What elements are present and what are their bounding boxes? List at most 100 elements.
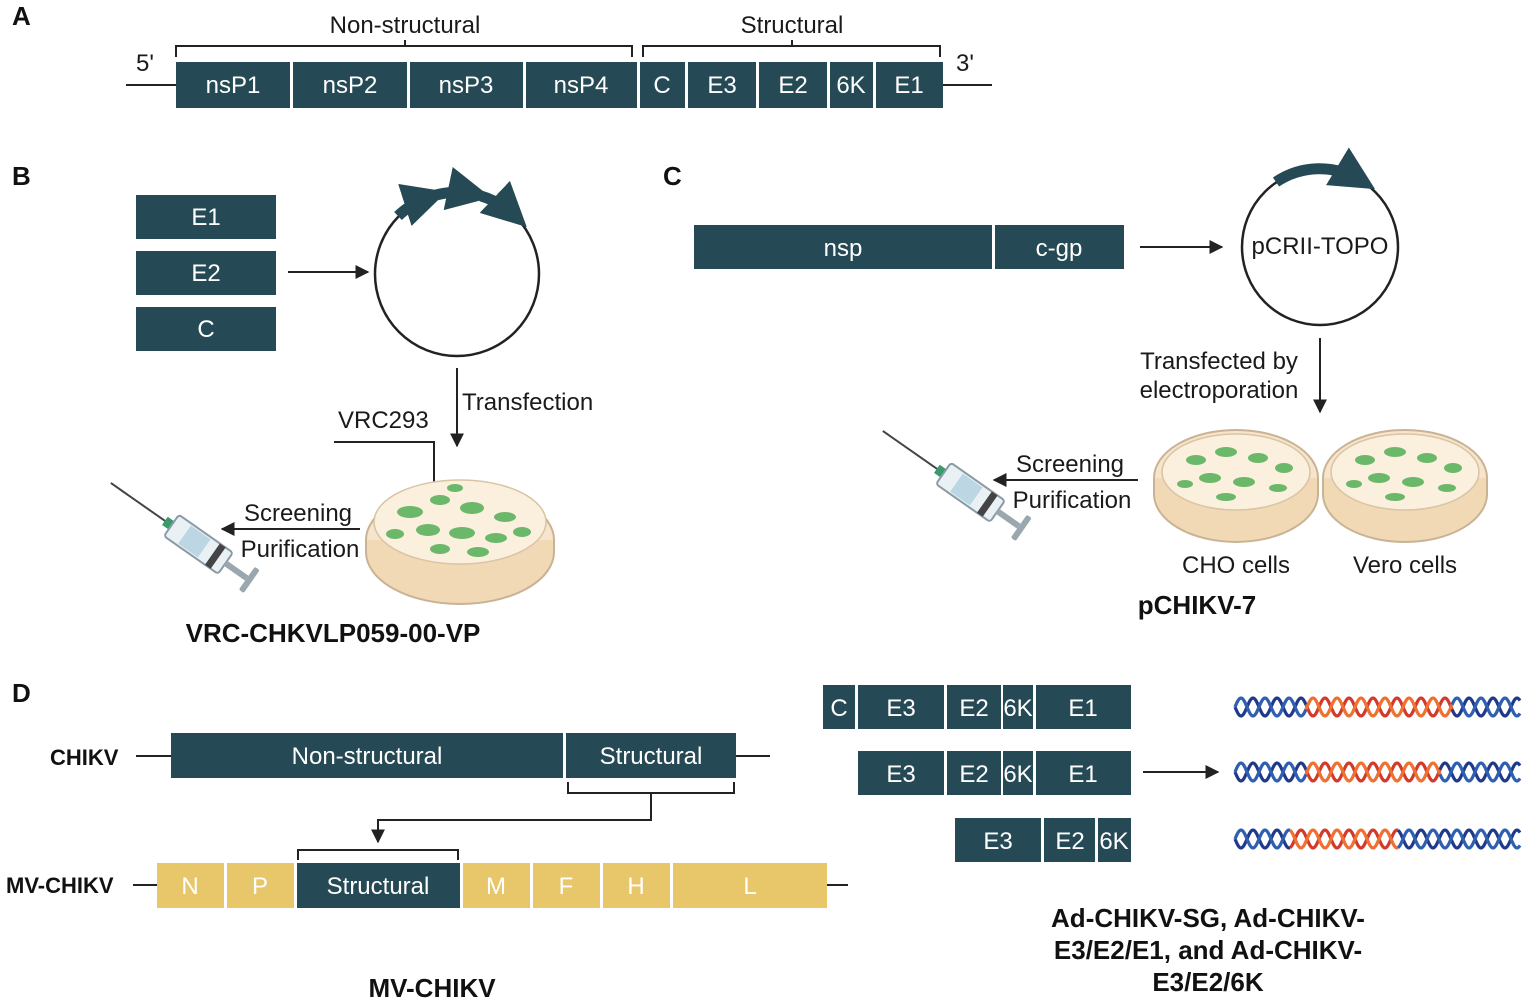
gene-label: Non-structural [292, 743, 443, 770]
dna-strand [1233, 761, 1308, 783]
screening-label: Screening [244, 500, 352, 527]
screening-label: Screening [1016, 451, 1124, 478]
purification-label: Purification [1013, 487, 1132, 514]
gene-nsp3: nsP3 [410, 62, 523, 108]
gene-nsp1: nsP1 [176, 62, 290, 108]
dna-strand [1233, 828, 1291, 850]
gene-e2: E2 [759, 62, 827, 108]
gene-label: E3 [707, 72, 736, 99]
structural-label: Structural [741, 12, 844, 39]
gene-label: nsp [824, 235, 863, 262]
gene-c: C [136, 307, 276, 351]
dna-strand [1450, 696, 1522, 718]
panel-a-letter: A [12, 1, 31, 31]
gene-label: E2 [959, 761, 988, 788]
gene-label: nsP2 [323, 72, 378, 99]
gene-label: E1 [894, 72, 923, 99]
panel-d-letter: D [12, 678, 31, 708]
gene-label: Structural [600, 743, 703, 770]
insert-bracket [297, 849, 459, 860]
gene-label: nsP1 [206, 72, 261, 99]
gene-label: c-gp [1036, 235, 1083, 262]
gene-e1: E1 [136, 195, 276, 239]
mv-gene-m: M [463, 863, 530, 908]
mv-gene-l: L [673, 863, 827, 908]
plasmid-label: pCRII-TOPO [1252, 233, 1389, 260]
gene-e1: E1 [1036, 751, 1131, 795]
ad-title-line-1: Ad-CHIKV-SG, Ad-CHIKV- [1051, 903, 1365, 933]
panel-d: D CHIKV Non-structural Structural MV-CHI… [6, 678, 1522, 1003]
chikv-nonstructural: Non-structural [171, 733, 563, 778]
gene-label: nsP3 [439, 72, 494, 99]
chikv-label: CHIKV [50, 745, 119, 770]
gene-label: E2 [778, 72, 807, 99]
panel-a: A 5' 3' Non-structural Structural nsP1 n… [12, 1, 992, 108]
transfection-label-line1: Transfected by [1140, 348, 1298, 375]
ad-row-2: E3 E2 6K E1 [858, 751, 1131, 795]
mv-gene-structural: Structural [297, 863, 460, 908]
gene-label: N [181, 873, 198, 900]
dna-strand [1288, 828, 1399, 850]
panel-b: B E1 E2 C Transfection VRC293 [12, 161, 593, 648]
ad-title-line-3: E3/E2/6K [1152, 967, 1264, 997]
dna-strand [1288, 828, 1399, 850]
gene-6k: 6K [1098, 818, 1131, 862]
gene-label: F [559, 873, 574, 900]
mv-gene-h: H [603, 863, 670, 908]
gene-label: P [252, 873, 268, 900]
gene-label: E1 [191, 204, 220, 231]
gene-e2: E2 [136, 251, 276, 295]
gene-nsp2: nsP2 [293, 62, 407, 108]
mv-gene-p: P [227, 863, 294, 908]
petri-dish-icon [1322, 429, 1488, 543]
arrow-icon [378, 782, 735, 842]
gene-e2: E2 [947, 751, 1001, 795]
panel-c: C nsp c-gp pCRII-TOPO Transfected by ele… [663, 147, 1488, 620]
gene-e3: E3 [858, 751, 944, 795]
gene-6k: 6K [1003, 685, 1033, 729]
ad-title-line-2: E3/E2/E1, and Ad-CHIKV- [1054, 935, 1362, 965]
gene-label: E3 [886, 761, 915, 788]
dna-strand [1304, 761, 1442, 783]
gene-label: C [830, 695, 847, 722]
nonstructural-label: Non-structural [330, 12, 481, 39]
cho-cells-label: CHO cells [1182, 552, 1290, 579]
gene-label: E1 [1068, 761, 1097, 788]
gene-label: nsP4 [554, 72, 609, 99]
gene-c-gp: c-gp [995, 225, 1124, 269]
gene-label: Structural [327, 873, 430, 900]
gene-label: E2 [1055, 828, 1084, 855]
transfection-label: Transfection [462, 389, 593, 416]
vaccine-name: VRC-CHKVLP059-00-VP [186, 618, 481, 648]
dna-helix-icon [1233, 696, 1522, 718]
vero-cells-label: Vero cells [1353, 552, 1457, 579]
gene-6k: 6K [830, 62, 873, 108]
dna-strand [1396, 828, 1522, 850]
dna-strand [1304, 761, 1442, 783]
cell-line-label: VRC293 [338, 407, 429, 434]
five-prime-end: 5' [136, 50, 154, 77]
gene-c: C [823, 685, 855, 729]
gene-label: H [627, 873, 644, 900]
gene-label: C [653, 72, 670, 99]
gene-label: 6K [1003, 761, 1032, 788]
plasmid-icon [1240, 147, 1400, 327]
gene-label: E1 [1068, 695, 1097, 722]
mv-chikv-title: MV-CHIKV [368, 973, 496, 1003]
gene-e3: E3 [688, 62, 756, 108]
mv-chikv-label: MV-CHIKV [6, 873, 114, 898]
panel-c-letter: C [663, 161, 682, 191]
mv-gene-n: N [157, 863, 224, 908]
vaccine-name: pCHIKV-7 [1138, 590, 1256, 620]
dna-strand [1233, 696, 1308, 718]
gene-label: E2 [191, 260, 220, 287]
gene-e2: E2 [1044, 818, 1095, 862]
plasmid-icon [373, 167, 541, 358]
gene-6k: 6K [1003, 751, 1033, 795]
gene-label: E3 [983, 828, 1012, 855]
gene-c: C [640, 62, 685, 108]
gene-label: 6K [836, 72, 865, 99]
dna-strand [1438, 761, 1522, 783]
mv-gene-f: F [533, 863, 600, 908]
